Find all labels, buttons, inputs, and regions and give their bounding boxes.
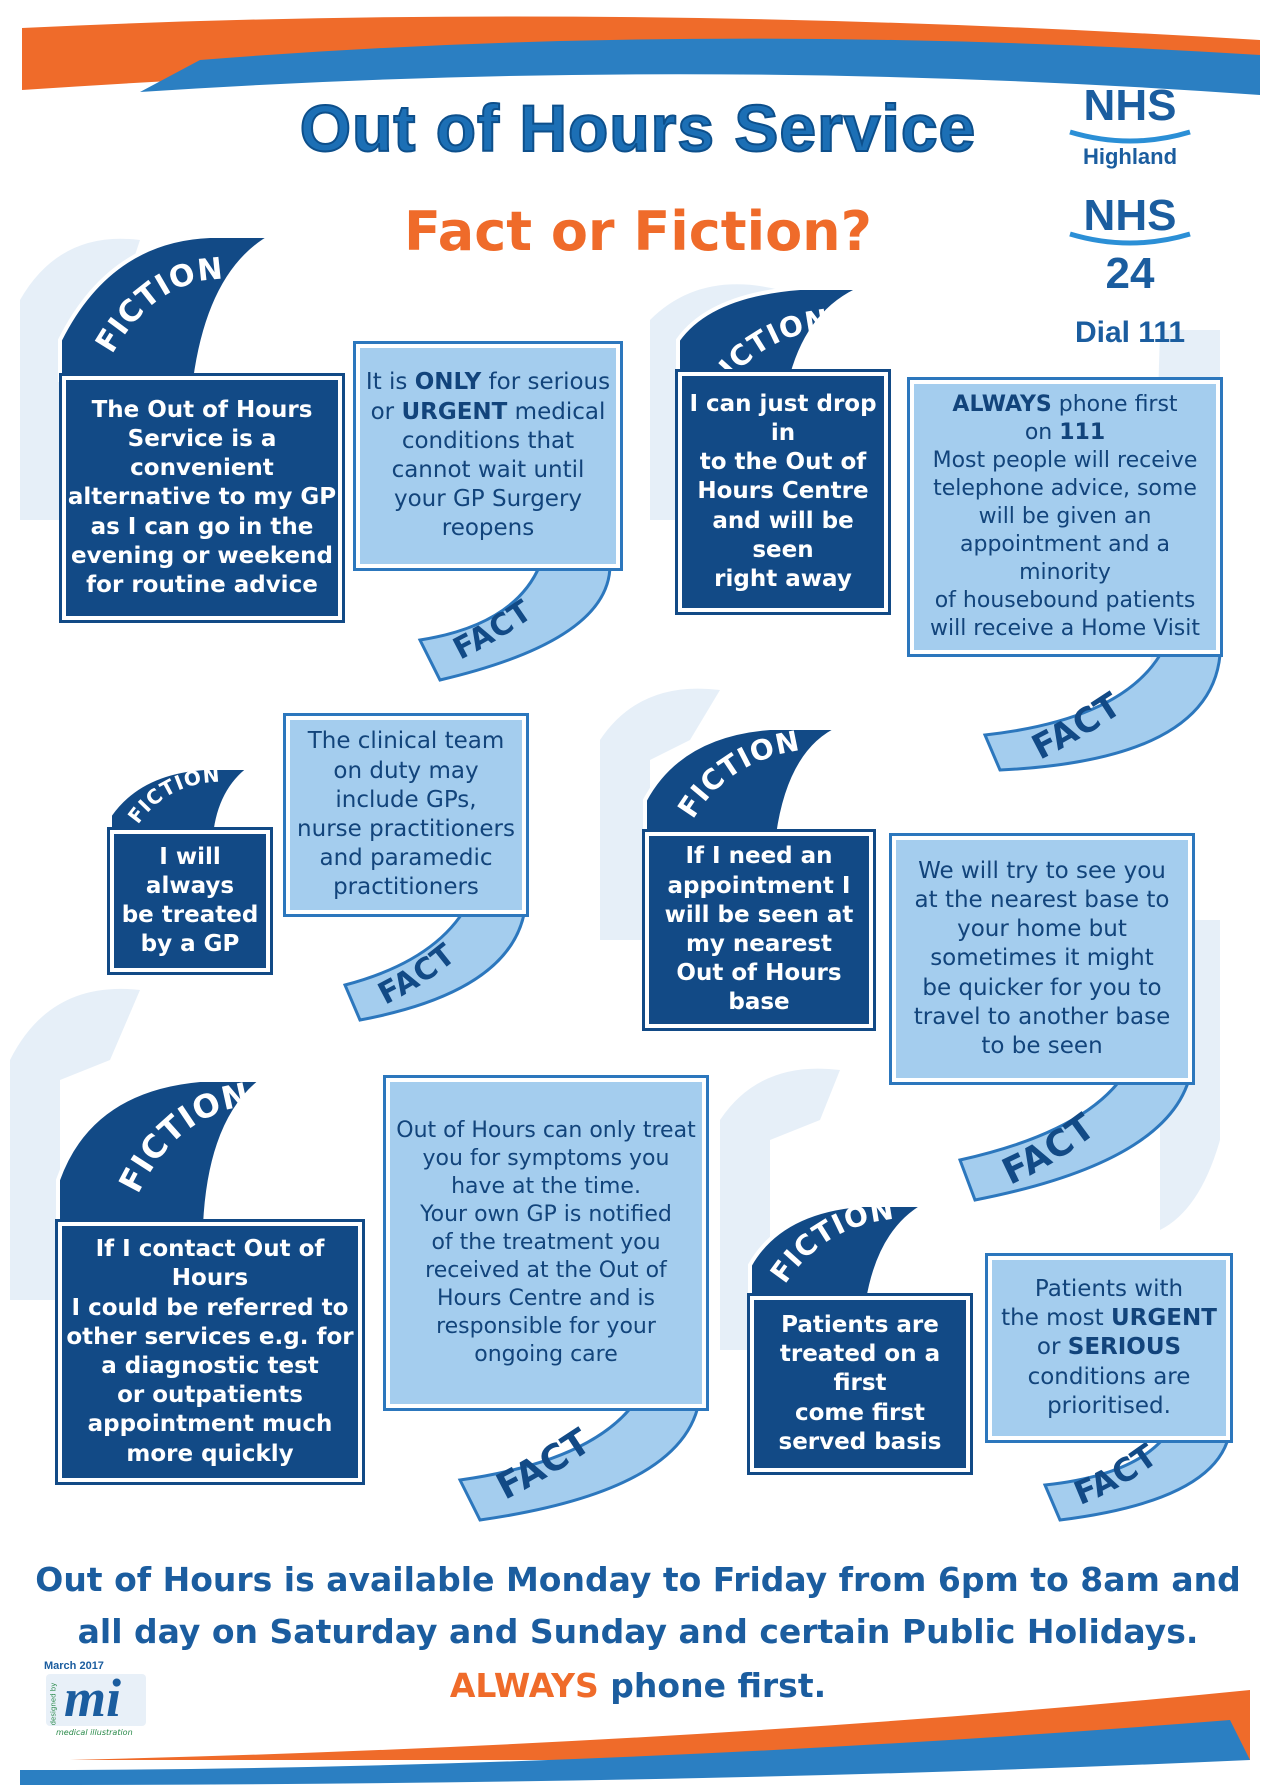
fact-statement-3-text: The clinical team on duty may include GP… <box>297 728 515 901</box>
fiction-statement-5: If I contact Out of Hours I could be ref… <box>55 1219 365 1485</box>
fact-statement-6-text: Patients with the most URGENT or SERIOUS… <box>1001 1275 1217 1419</box>
dial-111: Dial 111 <box>1074 316 1186 349</box>
credit-date: March 2017 <box>44 1660 104 1672</box>
fact-statement-6: Patients with the most URGENT or SERIOUS… <box>985 1253 1233 1443</box>
footer-line-3: ALWAYS phone first. <box>0 1666 1276 1705</box>
fiction-statement-2: I can just drop in to the Out of Hours C… <box>675 369 891 615</box>
always-emphasis: ALWAYS <box>449 1666 599 1705</box>
nhs-24-number: 24 <box>1105 249 1155 298</box>
nhs-24-nhs: NHS <box>1083 191 1177 240</box>
nhs-24-logo: NHS 24 <box>1070 192 1190 296</box>
footer-line-1: Out of Hours is available Monday to Frid… <box>35 1560 1241 1599</box>
page-title: Out of Hours Service <box>299 90 977 166</box>
credit-dept: medical illustration <box>56 1728 133 1737</box>
page-subtitle: Fact or Fiction? <box>404 200 872 263</box>
fact-statement-1-text: It is ONLY for serious or URGENT medical… <box>365 369 611 542</box>
footer-line-2: all day on Saturday and Sunday and certa… <box>77 1612 1199 1651</box>
fact-statement-1: It is ONLY for serious or URGENT medical… <box>353 341 623 571</box>
nhs-highland-nhs: NHS <box>1083 81 1177 130</box>
fact-statement-4: We will try to see you at the nearest ba… <box>889 833 1195 1085</box>
fact-statement-2: ALWAYS phone first on 111 Most people wi… <box>907 377 1223 657</box>
fiction-statement-1: The Out of Hours Service is a convenient… <box>59 373 345 623</box>
phone-first-text: phone first. <box>598 1666 827 1705</box>
fact-statement-5: Out of Hours can only treat you for symp… <box>383 1075 709 1411</box>
fact-statement-2-text: ALWAYS phone first on 111 Most people wi… <box>929 392 1201 641</box>
credit-badge <box>46 1674 146 1726</box>
fiction-statement-3: I will always be treated by a GP <box>107 827 273 975</box>
fiction-statement-4: If I need an appointment I will be seen … <box>642 829 876 1031</box>
credit-designed-by: designed by <box>49 1682 58 1726</box>
nhs-highland-logo: NHS Highland <box>1070 82 1190 170</box>
credit-mark: mi <box>64 1668 122 1728</box>
nhs-highland-region: Highland <box>1082 144 1178 169</box>
fact-statement-4-text: We will try to see you at the nearest ba… <box>913 857 1171 1059</box>
fact-statement-5-text: Out of Hours can only treat you for symp… <box>396 1118 696 1367</box>
medical-illustration-logo: March 2017 mi designed by medical illust… <box>44 1660 154 1740</box>
fiction-statement-6: Patients are treated on a first come fir… <box>747 1293 973 1475</box>
fact-statement-3: The clinical team on duty may include GP… <box>283 713 529 917</box>
